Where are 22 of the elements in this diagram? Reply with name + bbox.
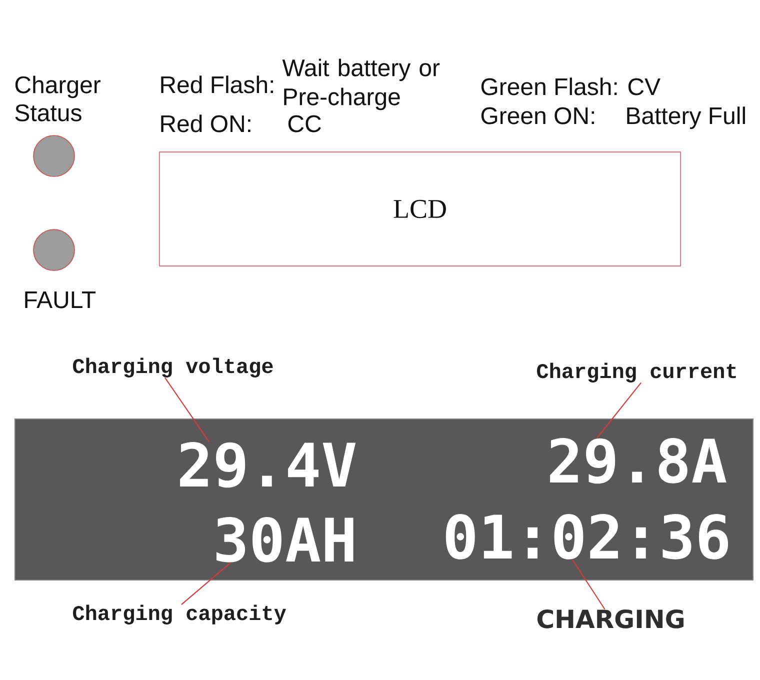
display-readout: 30AH bbox=[216, 516, 354, 562]
callout-label: Charging voltage bbox=[73, 358, 273, 378]
led-mode-description: Wait battery or Pre-charge bbox=[282, 58, 440, 110]
led-mode-description: CV bbox=[628, 78, 660, 96]
callout-label: CHARGING bbox=[537, 609, 684, 628]
leader-line bbox=[572, 559, 606, 610]
led-label: FAULT bbox=[25, 292, 96, 308]
leader-line bbox=[164, 377, 210, 442]
leader-line bbox=[596, 382, 642, 438]
led-mode-label: Green ON: bbox=[481, 107, 594, 124]
led-label: Charger Status bbox=[15, 76, 100, 122]
callout-label: Charging capacity bbox=[73, 604, 286, 624]
lcd-display-panel bbox=[14, 418, 754, 580]
leader-line bbox=[181, 562, 232, 605]
lcd-box: LCD bbox=[159, 152, 681, 266]
led-mode-label: Red Flash: bbox=[161, 76, 274, 94]
display-readout: 29.8A bbox=[550, 438, 726, 484]
callout-label: Charging current bbox=[537, 362, 736, 382]
led-mode-label: Green Flash: bbox=[481, 78, 617, 96]
display-readout: 29.4V bbox=[180, 442, 356, 488]
led-mode-description: Battery Full bbox=[627, 106, 745, 129]
display-readout: 01:02:36 bbox=[446, 514, 728, 560]
